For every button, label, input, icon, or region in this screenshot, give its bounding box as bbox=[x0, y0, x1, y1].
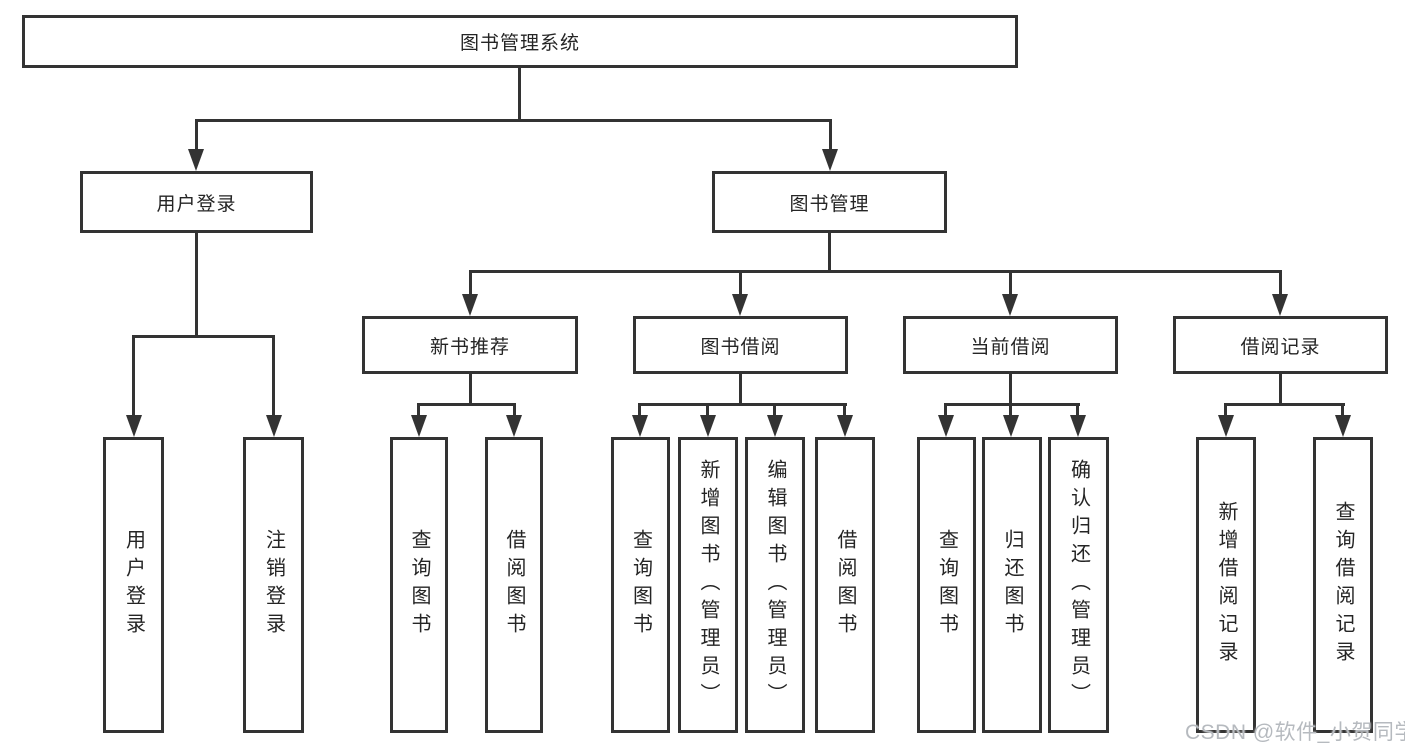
leaf-label: 查询图书 bbox=[935, 529, 958, 641]
leaf-label: 确认归还（管理员） bbox=[1067, 459, 1090, 711]
arrow-down-icon bbox=[1002, 294, 1018, 316]
connector-line bbox=[773, 403, 776, 419]
node-new-book-recommend: 新书推荐 bbox=[362, 316, 578, 374]
connector-line bbox=[195, 119, 198, 151]
leaf-label: 查询图书 bbox=[408, 529, 430, 641]
connector-line bbox=[1341, 403, 1344, 419]
connector-line bbox=[469, 374, 472, 406]
leaf-query-books-borrow: 查询图书 bbox=[611, 437, 670, 733]
connector-line bbox=[417, 403, 420, 419]
connector-line bbox=[944, 403, 1080, 406]
connector-line bbox=[1224, 403, 1345, 406]
arrow-down-icon bbox=[1218, 415, 1234, 437]
connector-line bbox=[1279, 374, 1282, 406]
connector-line bbox=[638, 403, 641, 419]
node-user-login: 用户登录 bbox=[80, 171, 313, 233]
arrow-down-icon bbox=[462, 294, 478, 316]
connector-line bbox=[469, 270, 1282, 273]
connector-line bbox=[195, 232, 198, 338]
arrow-down-icon bbox=[837, 415, 853, 437]
connector-line bbox=[739, 374, 742, 406]
leaf-query-books-recommend: 查询图书 bbox=[390, 437, 448, 733]
connector-line bbox=[1009, 374, 1012, 406]
leaf-label: 新增借阅记录 bbox=[1215, 501, 1237, 669]
leaf-label: 编辑图书（管理员） bbox=[764, 459, 786, 711]
connector-line bbox=[944, 403, 947, 419]
leaf-label: 查询图书 bbox=[629, 529, 652, 641]
arrow-down-icon bbox=[506, 415, 522, 437]
arrow-down-icon bbox=[1003, 415, 1019, 437]
node-label: 借阅记录 bbox=[1240, 336, 1321, 358]
connector-line bbox=[739, 270, 742, 296]
leaf-label: 查询借阅记录 bbox=[1332, 501, 1354, 669]
connector-line bbox=[417, 403, 516, 406]
leaf-borrow-books: 借阅图书 bbox=[815, 437, 875, 733]
leaf-label: 借阅图书 bbox=[503, 529, 525, 641]
arrow-down-icon bbox=[1070, 415, 1086, 437]
connector-line bbox=[132, 335, 135, 417]
leaf-label: 用户登录 bbox=[122, 529, 145, 641]
node-label: 用户登录 bbox=[156, 193, 237, 215]
node-label: 图书借阅 bbox=[700, 336, 781, 358]
leaf-query-borrow-record: 查询借阅记录 bbox=[1313, 437, 1373, 733]
connector-line bbox=[1224, 403, 1227, 419]
arrow-down-icon bbox=[938, 415, 954, 437]
node-library-system: 图书管理系统 bbox=[22, 15, 1018, 68]
arrow-down-icon bbox=[126, 415, 142, 437]
leaf-add-books-admin: 新增图书（管理员） bbox=[678, 437, 738, 733]
arrow-down-icon bbox=[188, 149, 204, 171]
connector-line bbox=[706, 403, 709, 419]
leaf-label: 借阅图书 bbox=[834, 529, 856, 641]
connector-line bbox=[272, 335, 275, 417]
connector-line bbox=[1009, 403, 1012, 419]
arrow-down-icon bbox=[732, 294, 748, 316]
connector-line bbox=[513, 403, 516, 419]
node-label: 当前借阅 bbox=[970, 336, 1051, 358]
arrow-down-icon bbox=[767, 415, 783, 437]
leaf-user-login: 用户登录 bbox=[103, 437, 164, 733]
leaf-label: 归还图书 bbox=[1001, 529, 1023, 641]
arrow-down-icon bbox=[700, 415, 716, 437]
csdn-watermark: CSDN @软件_小贺同学 bbox=[1185, 721, 1405, 744]
connector-line bbox=[1279, 270, 1282, 296]
leaf-label: 新增图书（管理员） bbox=[697, 459, 719, 711]
leaf-query-books-current: 查询图书 bbox=[917, 437, 976, 733]
connector-line bbox=[469, 270, 472, 296]
arrow-down-icon bbox=[632, 415, 648, 437]
arrow-down-icon bbox=[1335, 415, 1351, 437]
connector-line bbox=[828, 232, 831, 273]
connector-line bbox=[843, 403, 846, 419]
connector-line bbox=[1009, 270, 1012, 296]
connector-line bbox=[518, 67, 521, 119]
leaf-add-borrow-record: 新增借阅记录 bbox=[1196, 437, 1256, 733]
node-book-borrowing: 图书借阅 bbox=[633, 316, 848, 374]
connector-line bbox=[1076, 403, 1079, 419]
connector-line bbox=[638, 403, 847, 406]
connector-line bbox=[132, 335, 275, 338]
connector-line bbox=[829, 119, 832, 151]
node-book-management: 图书管理 bbox=[712, 171, 947, 233]
leaf-logout: 注销登录 bbox=[243, 437, 304, 733]
connector-line bbox=[195, 119, 832, 122]
node-label: 图书管理 bbox=[789, 193, 870, 215]
leaf-label: 注销登录 bbox=[262, 529, 285, 641]
arrow-down-icon bbox=[266, 415, 282, 437]
arrow-down-icon bbox=[1272, 294, 1288, 316]
node-label: 图书管理系统 bbox=[459, 33, 580, 54]
arrow-down-icon bbox=[411, 415, 427, 437]
arrow-down-icon bbox=[822, 149, 838, 171]
node-borrowing-records: 借阅记录 bbox=[1173, 316, 1388, 374]
leaf-edit-books-admin: 编辑图书（管理员） bbox=[745, 437, 805, 733]
leaf-confirm-return-admin: 确认归还（管理员） bbox=[1048, 437, 1109, 733]
node-current-borrowing: 当前借阅 bbox=[903, 316, 1118, 374]
leaf-return-books: 归还图书 bbox=[982, 437, 1042, 733]
leaf-borrow-books-recommend: 借阅图书 bbox=[485, 437, 543, 733]
node-label: 新书推荐 bbox=[429, 336, 510, 358]
